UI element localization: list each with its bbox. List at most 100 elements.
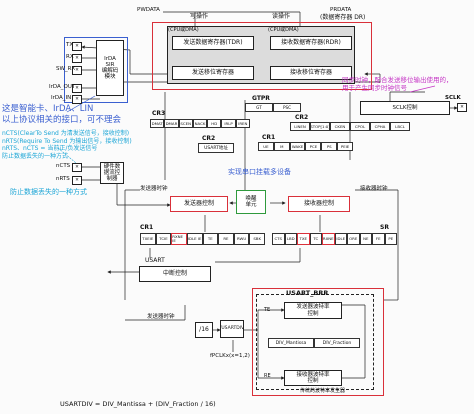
sw-rx-pin: ✕ (72, 66, 82, 75)
cr3-bit-nack: NACK (192, 119, 208, 128)
rx-pin: ✕ (72, 54, 82, 63)
sr-bit-pe: PE (384, 233, 397, 245)
cr2-top-bit-stop-1-0-: STOP[1:0] (310, 122, 330, 131)
gtpr-psc: PSC (273, 103, 301, 112)
prdata-label: PRDATA (330, 7, 352, 13)
read-op-label: 读操作 (272, 13, 291, 20)
cr2-top-bit-cpha: CPHA (370, 122, 390, 131)
cr2-top-bit-cpol: CPOL (350, 122, 370, 131)
div-mantissa: DIV_Mantissa (268, 338, 314, 348)
sr-title: SR (380, 224, 389, 231)
tdr-box: 发送数据寄存器(TDR) (172, 36, 254, 50)
cr1-bottom-title: CR1 (140, 224, 154, 231)
brr-re-label: RE (264, 373, 271, 379)
cr2-top-bit-cken: CKEN (330, 122, 350, 131)
sclk-control-box: SCLK控制 (360, 101, 450, 115)
sr-bit-fe: FE (372, 233, 385, 245)
hw-flow-controller: 硬件数 据流控 制器 (100, 162, 124, 184)
cr3-bit-irlp: IRLP (221, 119, 236, 128)
tx-baud-control: 发送器波特率 控制 (284, 302, 342, 319)
cpu-dma-right: (CPU或DMA) (268, 27, 299, 33)
cr1-bottom-bit-re: RE (218, 233, 234, 245)
tx-control: 发送器控制 (170, 196, 228, 212)
sync-clock-annotation: 同步时钟，配合发送移位输出使用的， 用于产生同步时钟信号 (342, 76, 453, 93)
smartcard-annotation: 这是智能卡、IrDA、LIN 以上协议相关的接口，可不理会 (2, 104, 122, 125)
brr-title: USART_BRR (286, 289, 329, 297)
fpclk-label: fPCLKx(x=1,2) (210, 353, 250, 359)
ncts-pin-label: nCTS (56, 163, 71, 169)
irda-codec-block: IrDA SIR 编解码 模块 (96, 40, 124, 96)
cr1-bottom-bit-te: TE (202, 233, 219, 245)
cr1-bottom-bit-idle-ie: IDLE IE (186, 233, 203, 245)
tx-pin: ✕ (72, 42, 82, 51)
brr-dashed-frame (256, 294, 374, 390)
wake-mount-annotation: 实现串口挂载多设备 (228, 168, 291, 176)
tx-clock-bottom-label: 发送器时钟 (147, 314, 175, 320)
cr2-top-title: CR2 (295, 114, 309, 121)
tx-pin-label: TX (66, 42, 74, 48)
cr3-bit-dmar: DMAR (164, 119, 179, 128)
div16-block: /16 (195, 322, 213, 338)
tx-shift-register: 发送移位寄存器 (172, 66, 254, 80)
cr1-bottom-bit-txeie: TXEIE (140, 233, 156, 245)
cr3-bit-dmat: DMAT (150, 119, 165, 128)
sr-bit-ne: NE (359, 233, 372, 245)
flow-prevent-annotation: 防止数据丢失的一种方式 (10, 188, 87, 196)
tx-clock-label: 发送器时钟 (140, 186, 168, 192)
rx-baud-control: 接收器波特率 控制 (284, 370, 342, 386)
rdr-box: 接收数据寄存器(RDR) (270, 36, 352, 50)
ncts-pin: ✕ (72, 163, 82, 172)
sr-bit-lbd: LBD (284, 233, 297, 245)
cr1-top-bit-wake: WAKE (289, 142, 306, 151)
rx-shift-register: 接收移位寄存器 (270, 66, 352, 80)
sr-bit-idle: IDLE (334, 233, 347, 245)
sr-bit-ore: ORE (347, 233, 360, 245)
sw-rx-pin-label: SW_RX (56, 66, 76, 72)
cr1-top-bit-pce: PCE (305, 142, 322, 151)
sr-bit-tc: TC (309, 233, 322, 245)
pwdata-label: PWDATA (137, 7, 160, 13)
sr-bit-rxne: RXNE (322, 233, 335, 245)
cr2-top-bit-linen: LINEN (290, 122, 310, 131)
cpu-dma-left: (CPU或DMA) (168, 27, 199, 33)
cr1-top-title: CR1 (262, 134, 276, 141)
rx-clock-label: 接收器时钟 (360, 186, 388, 192)
usart-label: USART (145, 257, 165, 264)
nrts-pin-label: nRTS (56, 176, 70, 182)
cr1-bottom-bit-tcie: TCIE (155, 233, 172, 245)
rx-control: 接收器控制 (288, 196, 350, 212)
rx-pin-label: RX (66, 54, 74, 60)
div-fraction: DIV_Fraction (314, 338, 360, 348)
wake-unit: 唤醒 单元 (236, 190, 266, 214)
brr-caption: 传统的波特率发生器 (300, 388, 346, 394)
brr-te-label: TE (264, 307, 271, 313)
brr-frame (252, 288, 384, 396)
cr1-bottom-bit-rxne-ie: RXNE IE (171, 233, 187, 245)
cr3-bit-scen: SCEN (178, 119, 193, 128)
irda-in-pin-label: IrDA_IN (51, 95, 72, 101)
gtpr-gt: GT (245, 103, 273, 112)
irda-out-pin: ✕ (72, 84, 82, 93)
usart-address-field: USART地址 (198, 143, 234, 153)
sclk-pin-label: SCLK (445, 95, 461, 101)
irda-out-pin-label: IrDA_OUT (49, 84, 76, 90)
cr3-title: CR3 (152, 110, 166, 117)
data-register-frame (152, 22, 372, 90)
interrupt-control: 中断控制 (139, 266, 211, 282)
cr2-top-bit-lbcl: LBCL (390, 122, 410, 131)
cr1-top-bit-ps: PS (321, 142, 338, 151)
interface-pins-frame (64, 37, 128, 103)
data-register-label: (数据寄存器 DR) (320, 14, 366, 21)
cr1-bottom-bit-sbk: SBK (249, 233, 265, 245)
sclk-pin: ✕ (457, 103, 467, 112)
cts-rts-annotation: nCTS(ClearTo Send 为清发送信号，接收控制) nRTS(Requ… (2, 130, 132, 160)
gtpr-title: GTPR (252, 95, 270, 102)
cr1-top-bit-ue: UE (258, 142, 274, 151)
cr1-top-bit-peie: PEIE (337, 142, 353, 151)
